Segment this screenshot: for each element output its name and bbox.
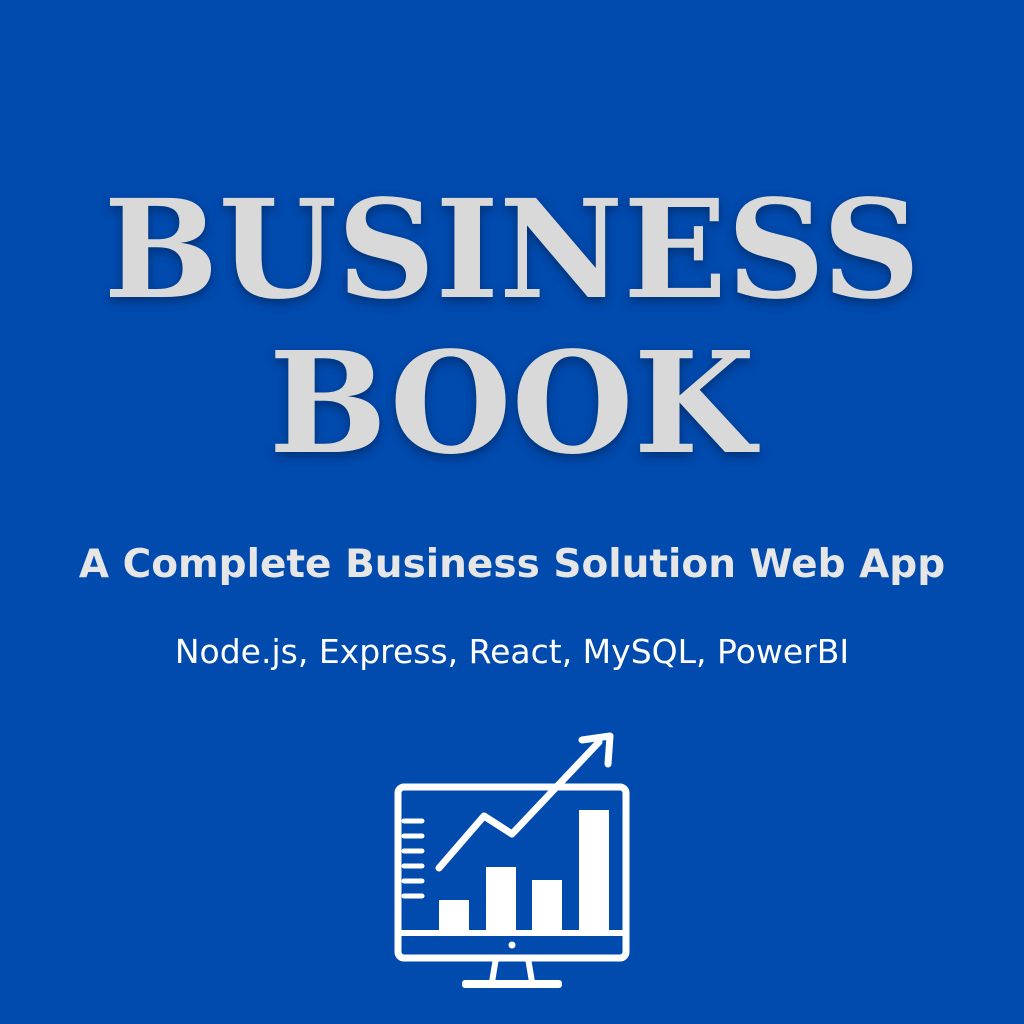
- trend-line: [435, 738, 603, 872]
- bars: [439, 810, 609, 930]
- monitor-base: [462, 980, 562, 988]
- monitor-stand: [489, 957, 535, 983]
- trend-arrow-head: [578, 732, 614, 768]
- title-line-business: BUSINESS: [103, 170, 921, 330]
- tech-stack: Node.js, Express, React, MySQL, PowerBI: [174, 632, 850, 671]
- title-line-book: BOOK: [268, 322, 756, 486]
- subtitle: A Complete Business Solution Web App: [78, 542, 946, 587]
- monitor-frame: [394, 783, 630, 962]
- axis-ticks: [401, 818, 425, 899]
- monitor-growth-chart-icon: [384, 730, 640, 1000]
- power-dot: [508, 941, 516, 949]
